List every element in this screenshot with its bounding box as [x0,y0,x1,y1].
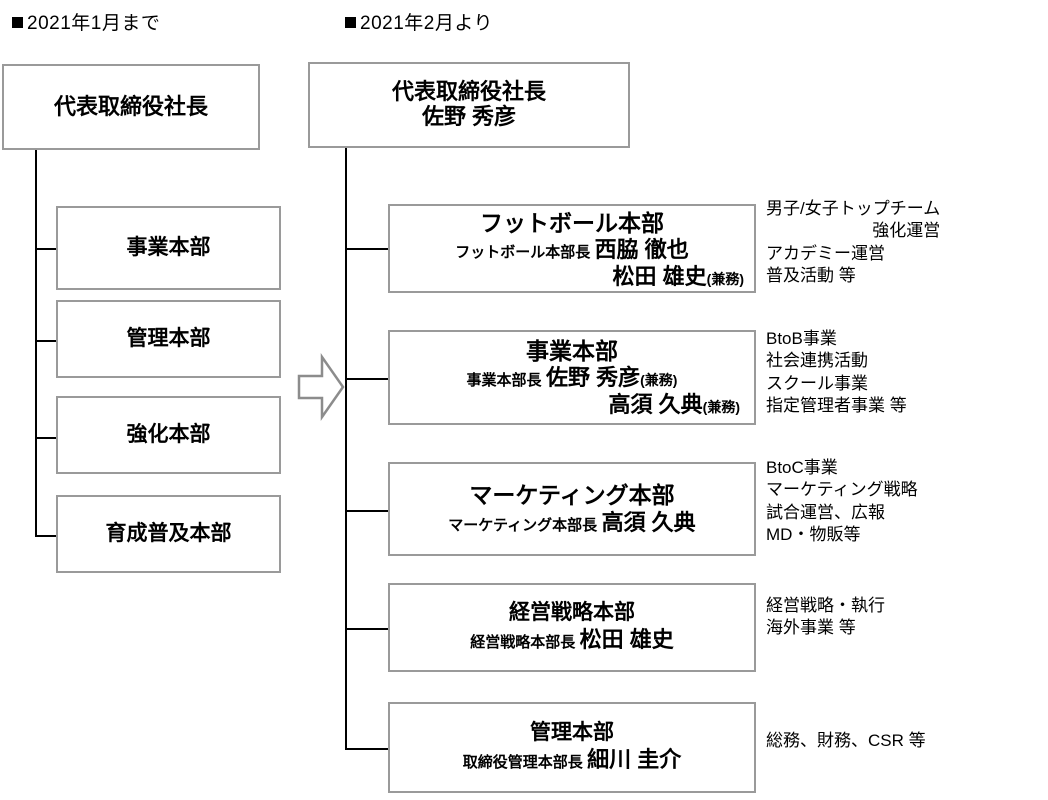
note-5-line-1: 総務、財務、CSR 等 [766,731,926,750]
right-division-title-4: 経営戦略本部 [509,601,635,625]
right-division-5-person-1: 取締役管理本部長 細川 圭介 [463,747,682,773]
right-division-2-suffix-2: (兼務) [702,398,740,415]
right-division-box-1[interactable]: フットボール本部 フットボール本部長 西脇 徹也 松田 雄史(兼務) [388,204,756,293]
left-division-box-2[interactable]: 管理本部 [56,300,281,378]
left-root-box[interactable]: 代表取締役社長 [2,64,260,150]
right-division-5-notes: 総務、財務、CSR 等 [766,730,926,752]
right-division-2-person-1: 事業本部長 佐野 秀彦(兼務) [390,365,754,391]
note-4-line-2: 海外事業 等 [766,618,856,638]
note-1-line-4: 普及活動 等 [766,266,856,286]
right-division-4-notes: 経営戦略・執行 海外事業 等 [766,595,885,640]
right-division-4-person-1: 経営戦略本部長 松田 雄史 [470,627,674,653]
left-division-title-4: 育成普及本部 [105,521,232,545]
right-division-2-person-2: 高須 久典(兼務) [390,392,754,418]
right-division-5-role-1: 取締役管理本部長 [462,754,583,772]
left-connector-1 [35,248,57,250]
right-root-title: 代表取締役社長 [391,79,546,105]
note-2-line-4: 指定管理者事業 等 [766,396,907,416]
left-section-heading-text: 2021年1月まで [27,13,161,34]
right-connector-4 [345,628,389,630]
left-division-title-3: 強化本部 [126,422,211,446]
right-division-1-notes: 男子/女子トップチーム 強化運営 アカデミー運営 普及活動 等 [766,198,940,288]
right-division-3-notes: BtoC事業 マーケティング戦略 試合運営、広報 MD・物販等 [766,457,918,547]
right-section-heading-text: 2021年2月より [360,13,493,34]
left-division-title-2: 管理本部 [126,326,211,350]
right-division-1-name-1: 西脇 徹也 [594,237,689,263]
note-3-line-1: BtoC事業 [766,458,838,477]
right-trunk-line [345,148,347,750]
left-division-box-3[interactable]: 強化本部 [56,396,281,474]
right-division-2-notes: BtoB事業 社会連携活動 スクール事業 指定管理者事業 等 [766,328,907,418]
right-division-4-name-1: 松田 雄史 [579,627,674,653]
left-division-box-4[interactable]: 育成普及本部 [56,495,281,573]
right-root-name: 佐野 秀彦 [421,104,517,130]
right-division-3-name-1: 高須 久典 [601,510,696,536]
left-connector-2 [35,340,57,342]
right-division-3-role-1: マーケティング本部長 [448,517,598,535]
right-division-5-name-1: 細川 圭介 [587,747,682,773]
bullet-square-icon-2 [345,17,356,28]
right-division-1-role-1: フットボール本部長 [455,244,591,262]
right-division-title-2: 事業本部 [526,338,618,364]
right-division-3-person-1: マーケティング本部長 高須 久典 [448,510,695,536]
left-root-title: 代表取締役社長 [53,94,208,120]
note-3-line-3: 試合運営、広報 [766,502,885,522]
note-3-line-4: MD・物販等 [766,525,861,545]
right-division-1-person-2: 松田 雄史(兼務) [390,264,754,290]
right-connector-3 [345,510,389,512]
left-section-heading: 2021年1月まで [12,8,160,35]
right-division-4-role-1: 経営戦略本部長 [470,634,576,652]
right-division-2-name-2: 高須 久典 [608,391,703,417]
note-2-line-2: 社会連携活動 [766,351,868,371]
note-1-line-1: 男子/女子トップチーム [766,199,941,218]
left-division-box-1[interactable]: 事業本部 [56,206,281,290]
right-division-box-3[interactable]: マーケティング本部 マーケティング本部長 高須 久典 [388,462,756,556]
right-division-1-person-1: フットボール本部長 西脇 徹也 [390,237,754,263]
right-division-box-5[interactable]: 管理本部 取締役管理本部長 細川 圭介 [388,702,756,793]
right-section-heading: 2021年2月より [345,8,493,35]
right-division-box-2[interactable]: 事業本部 事業本部長 佐野 秀彦(兼務) 高須 久典(兼務) [388,330,756,425]
right-division-title-5: 管理本部 [530,721,614,745]
note-2-line-3: スクール事業 [766,373,868,393]
note-3-line-2: マーケティング戦略 [766,480,918,500]
right-division-2-role-1: 事業本部長 [466,372,542,390]
right-connector-2 [345,378,389,380]
right-division-title-3: マーケティング本部 [469,481,675,508]
right-division-1-name-2: 松田 雄史 [612,263,707,289]
right-root-box[interactable]: 代表取締役社長 佐野 秀彦 [308,62,630,148]
right-division-title-1: フットボール本部 [480,210,664,236]
transition-arrow-icon [296,352,346,422]
left-connector-3 [35,437,57,439]
right-division-1-suffix-2: (兼務) [706,270,744,287]
right-division-box-4[interactable]: 経営戦略本部 経営戦略本部長 松田 雄史 [388,583,756,672]
bullet-square-icon [12,17,23,28]
note-4-line-1: 経営戦略・執行 [766,596,885,615]
right-connector-5 [345,748,389,750]
right-division-2-name-1: 佐野 秀彦 [546,365,641,391]
left-division-title-1: 事業本部 [126,235,211,259]
note-2-line-1: BtoB事業 [766,329,837,348]
note-1-line-2: 強化運営 [872,221,941,241]
left-connector-4 [35,535,57,537]
right-connector-1 [345,248,389,250]
right-division-2-suffix-1: (兼務) [640,372,678,389]
note-1-line-3: アカデミー運営 [766,243,885,263]
left-trunk-line [35,150,37,537]
